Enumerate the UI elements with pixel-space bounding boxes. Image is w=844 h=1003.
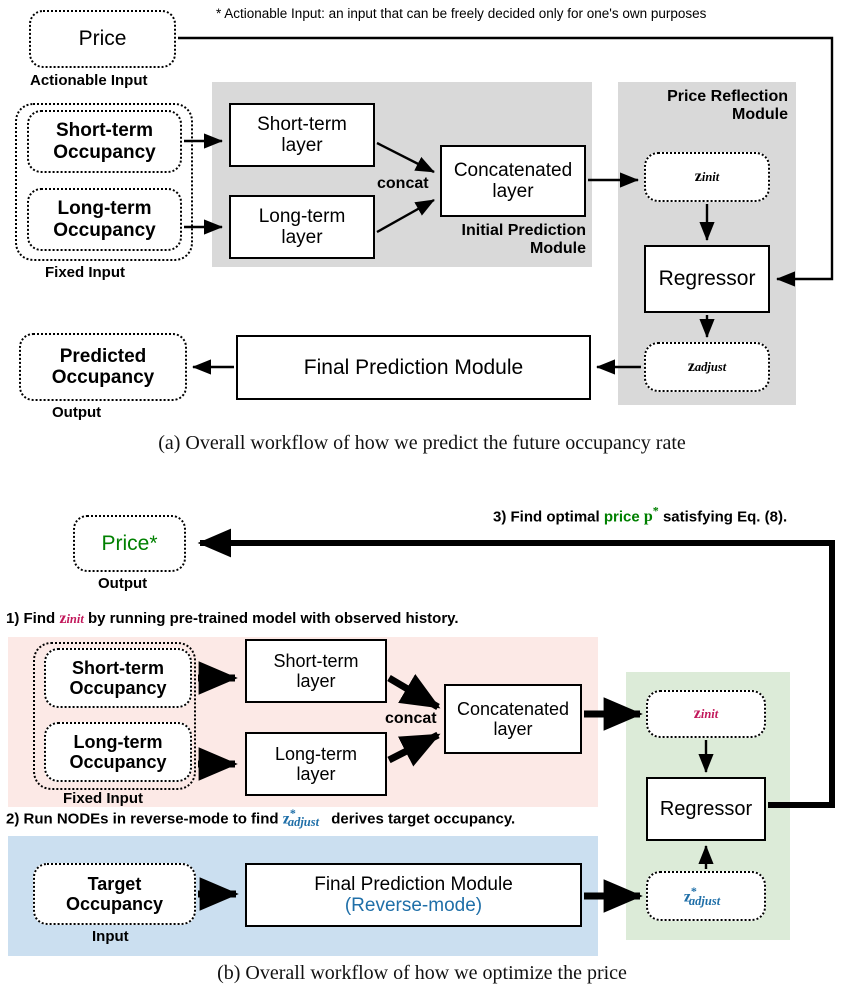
short-term-layer-label-b: Short-term layer <box>273 650 359 691</box>
regressor-box-b: Regressor <box>646 777 766 841</box>
step3-note: 3) Find optimal price p* satisfying Eq. … <box>493 504 787 526</box>
final-prediction-module-box-b: Final Prediction Module (Reverse-mode) <box>245 863 582 927</box>
output-label-b: Output <box>98 575 148 592</box>
actionable-input-label: Actionable Input <box>30 72 148 89</box>
final-prediction-module-label-a: Final Prediction Module <box>303 355 524 379</box>
fixed-input-label: Fixed Input <box>45 264 125 281</box>
z-adjust-box-a: zadjust <box>644 342 770 392</box>
final-prediction-module-box-a: Final Prediction Module <box>236 335 591 400</box>
step2-note-post: derives target occupancy. <box>327 810 516 828</box>
z-adjust-star-symbol-b: z*adjust <box>683 884 721 908</box>
target-occupancy-input-box: Target Occupancy <box>33 863 196 925</box>
z-init-symbol-b: zinit <box>693 705 719 723</box>
concatenated-layer-label-b: Concatenated layer <box>456 698 570 739</box>
predicted-occupancy-label: Predicted Occupancy <box>51 345 155 388</box>
price-input-label: Price <box>78 27 127 51</box>
long-term-occupancy-input-b: Long-term Occupancy <box>44 722 192 782</box>
short-term-occupancy-input-b: Short-term Occupancy <box>44 648 192 708</box>
step2-note-pre: 2) Run NODEs in reverse-mode to find <box>6 810 283 828</box>
concatenated-layer-box-b: Concatenated layer <box>444 684 582 754</box>
long-term-occupancy-input: Long-term Occupancy <box>27 188 182 251</box>
final-prediction-reverse-mode-label: (Reverse-mode) <box>344 895 483 916</box>
concat-label-b: concat <box>385 710 437 727</box>
price-star-output-box: Price* <box>73 515 186 572</box>
z-adjust-symbol-a: zadjust <box>687 358 727 376</box>
long-term-layer-label-b: Long-term layer <box>274 743 358 784</box>
target-occupancy-label: Target Occupancy <box>65 873 164 914</box>
step1-note-post: by running pre-trained model with observ… <box>83 610 459 627</box>
long-term-layer-box-b: Long-term layer <box>245 732 387 796</box>
input-label-b: Input <box>92 928 129 945</box>
predicted-occupancy-box: Predicted Occupancy <box>19 333 187 401</box>
short-term-occupancy-label: Short-term Occupancy <box>53 120 156 163</box>
short-term-occupancy-input: Short-term Occupancy <box>27 110 182 173</box>
step3-note-p-symbol: p* <box>643 504 659 526</box>
step1-note-z-init: zinit <box>59 610 84 627</box>
step1-note-pre: 1) Find <box>6 610 60 627</box>
short-term-layer-box-b: Short-term layer <box>245 639 387 703</box>
z-init-box-b: zinit <box>646 690 766 738</box>
step2-note: 2) Run NODEs in reverse-mode to find z*a… <box>6 806 516 830</box>
price-input-box: Price <box>29 10 176 68</box>
regressor-label-b: Regressor <box>659 797 753 820</box>
actionable-input-footnote: * Actionable Input: an input that can be… <box>216 6 707 21</box>
final-prediction-module-label-b: Final Prediction Module <box>314 873 513 895</box>
z-adjust-star-box-b: z*adjust <box>646 871 766 921</box>
long-term-occupancy-label: Long-term Occupancy <box>53 198 156 241</box>
step3-note-post: satisfying Eq. (8). <box>658 508 788 526</box>
short-term-occupancy-label-b: Short-term Occupancy <box>69 657 167 698</box>
fixed-input-group-b <box>33 642 196 790</box>
long-term-occupancy-label-b: Long-term Occupancy <box>69 731 167 772</box>
figure-b-caption: (b) Overall workflow of how we optimize … <box>217 962 627 984</box>
figure-a-caption: (a) Overall workflow of how we predict t… <box>158 432 686 454</box>
output-label-a: Output <box>52 404 102 421</box>
step2-note-z-adjust: z*adjust <box>282 806 320 830</box>
step1-note: 1) Find zinit by running pre-trained mod… <box>6 610 459 628</box>
step3-note-pre: 3) Find optimal <box>493 508 604 526</box>
step3-note-price: price <box>603 508 644 526</box>
price-star-label: Price* <box>101 531 158 555</box>
fixed-input-label-b: Fixed Input <box>63 790 143 807</box>
